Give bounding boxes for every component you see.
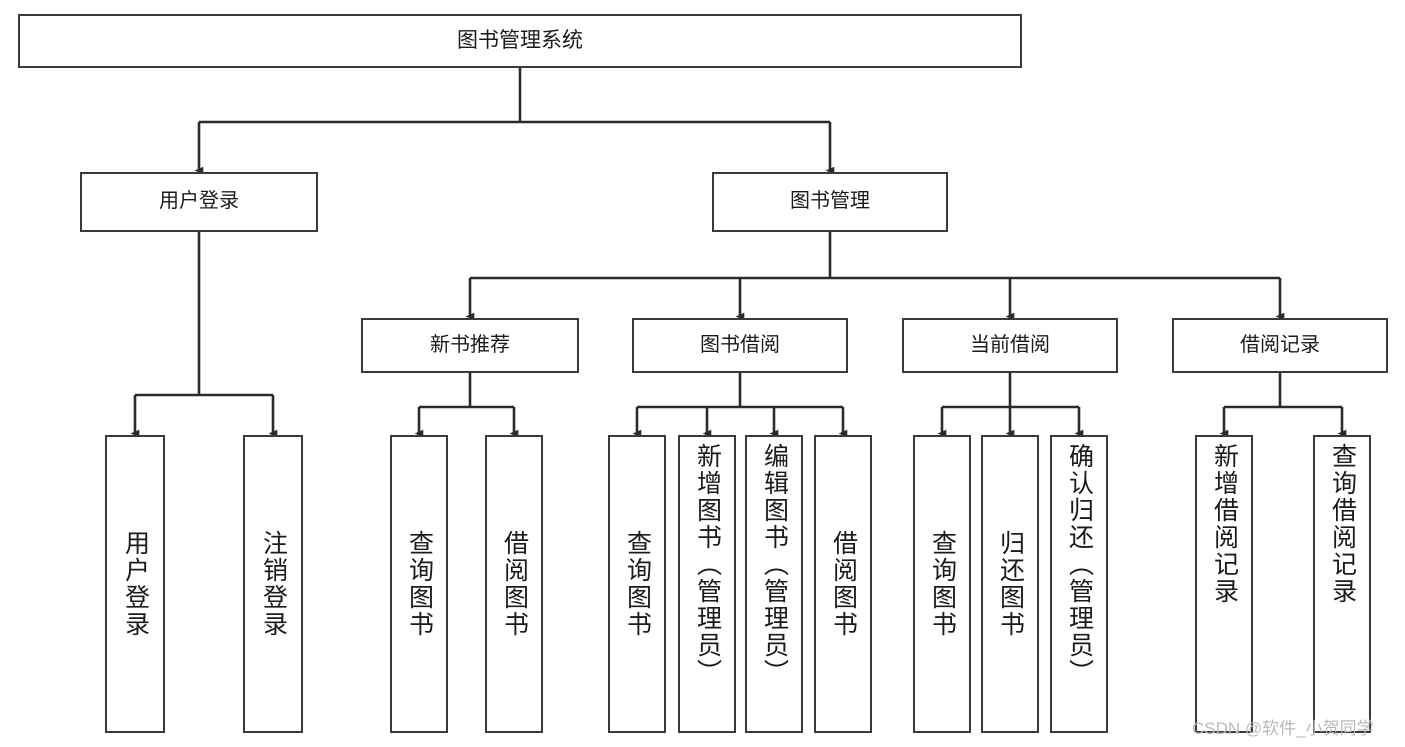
node-leaf-cur-query[interactable]: 查询图书 [913,435,971,733]
node-label-leaf-user-logout: 注销登录 [259,530,288,638]
node-book-borrow[interactable]: 图书借阅 [632,318,848,373]
node-label-book-manage: 图书管理 [790,190,870,213]
node-label-user-login: 用户登录 [159,190,239,213]
edge-group [130,68,1347,438]
node-leaf-rec-add[interactable]: 新增借阅记录 [1195,435,1253,733]
node-leaf-borrow-query[interactable]: 查询图书 [608,435,666,733]
node-leaf-cur-confirm[interactable]: 确认归还（管理员） [1050,435,1108,733]
node-label-leaf-rec-query: 查询图书 [405,530,434,638]
node-label-root: 图书管理系统 [457,28,583,52]
node-borrow-record[interactable]: 借阅记录 [1172,318,1388,373]
node-leaf-cur-return[interactable]: 归还图书 [981,435,1039,733]
node-leaf-rec-search[interactable]: 查询借阅记录 [1313,435,1371,733]
node-label-leaf-cur-query: 查询图书 [928,530,957,638]
node-label-borrow-record: 借阅记录 [1240,333,1320,356]
node-label-leaf-cur-return: 归还图书 [996,530,1025,638]
node-leaf-borrow-do[interactable]: 借阅图书 [814,435,872,733]
node-label-leaf-borrow-do: 借阅图书 [829,530,858,638]
node-label-leaf-rec-borrow: 借阅图书 [500,530,529,638]
node-leaf-borrow-edit[interactable]: 编辑图书（管理员） [745,435,803,733]
node-label-leaf-rec-add: 新增借阅记录 [1210,443,1239,605]
node-book-manage[interactable]: 图书管理 [712,172,948,232]
node-label-leaf-user-login: 用户登录 [121,530,150,638]
node-leaf-user-logout[interactable]: 注销登录 [243,435,303,733]
node-label-leaf-borrow-add: 新增图书（管理员） [693,443,722,686]
node-new-book-rec[interactable]: 新书推荐 [361,318,579,373]
node-label-leaf-rec-search: 查询借阅记录 [1328,443,1357,605]
node-leaf-rec-query[interactable]: 查询图书 [390,435,448,733]
node-label-current-borrow: 当前借阅 [970,333,1050,356]
node-user-login[interactable]: 用户登录 [80,172,318,232]
node-label-leaf-cur-confirm: 确认归还（管理员） [1065,443,1094,686]
node-label-new-book-rec: 新书推荐 [430,333,510,356]
node-leaf-user-login[interactable]: 用户登录 [105,435,165,733]
node-label-leaf-borrow-edit: 编辑图书（管理员） [760,443,789,686]
node-leaf-borrow-add[interactable]: 新增图书（管理员） [678,435,736,733]
node-label-book-borrow: 图书借阅 [700,333,780,356]
node-leaf-rec-borrow[interactable]: 借阅图书 [485,435,543,733]
node-root[interactable]: 图书管理系统 [18,14,1022,68]
node-current-borrow[interactable]: 当前借阅 [902,318,1118,373]
node-label-leaf-borrow-query: 查询图书 [623,530,652,638]
